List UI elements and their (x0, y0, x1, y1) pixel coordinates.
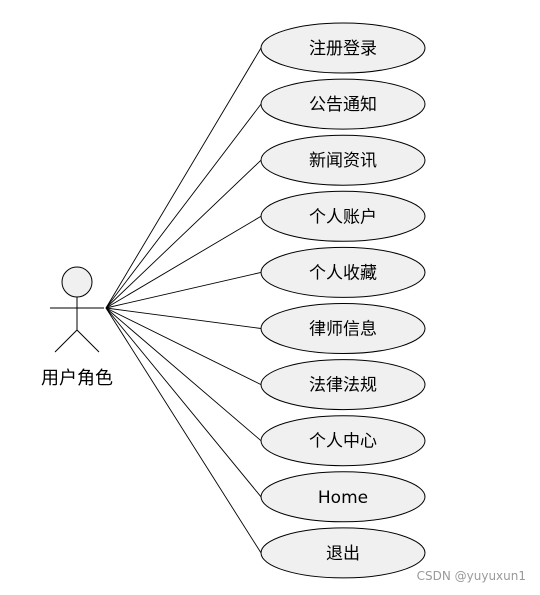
use-case: 个人中心 (260, 415, 426, 467)
use-case: 公告通知 (260, 78, 426, 130)
use-case: Home (260, 471, 426, 523)
use-case-label: 新闻资讯 (309, 151, 377, 171)
association-lines (105, 47, 262, 554)
association-line (105, 307, 262, 442)
use-case: 律师信息 (260, 303, 426, 354)
use-case-label: 退出 (326, 544, 360, 564)
association-line (105, 47, 262, 309)
association-line (105, 215, 262, 309)
actor-user: 用户角色 (41, 266, 113, 389)
actor-label: 用户角色 (41, 368, 113, 389)
use-case-ellipse (260, 359, 426, 411)
association-line (105, 307, 262, 386)
use-case-label: 个人中心 (309, 432, 377, 452)
use-case: 个人账户 (260, 190, 426, 242)
use-case: 退出 (260, 527, 426, 579)
use-case: 注册登录 (260, 22, 426, 74)
use-case-label: Home (318, 488, 368, 508)
use-case-label: 个人收藏 (309, 263, 377, 283)
use-case-ellipse (260, 527, 426, 579)
actor-right-leg (76, 329, 100, 353)
use-case-label: 公告通知 (309, 95, 377, 115)
use-case-ellipse (260, 415, 426, 467)
use-case-label: 法律法规 (309, 376, 377, 396)
use-case-ellipse (260, 78, 426, 130)
use-case-label: 个人账户 (309, 207, 377, 227)
use-case-ellipse (260, 134, 426, 186)
use-case-ellipse (260, 303, 426, 354)
use-case-ellipse (260, 246, 426, 298)
association-line (105, 307, 262, 498)
use-case: 法律法规 (260, 359, 426, 411)
association-line (105, 307, 262, 554)
use-case: 个人收藏 (260, 246, 426, 298)
use-case-ellipse (260, 190, 426, 242)
actor-head (61, 266, 93, 298)
association-line (105, 103, 262, 309)
actor-left-leg (54, 329, 78, 353)
use-case: 新闻资讯 (260, 134, 426, 186)
association-line (105, 307, 262, 329)
watermark: CSDN @yuyuxun1 (416, 569, 526, 583)
use-case-ellipse (260, 471, 426, 523)
association-line (105, 271, 262, 309)
use-case-label: 律师信息 (309, 320, 377, 340)
association-line (105, 159, 262, 309)
use-case-label: 注册登录 (309, 39, 377, 59)
use-case-ellipse (260, 22, 426, 74)
